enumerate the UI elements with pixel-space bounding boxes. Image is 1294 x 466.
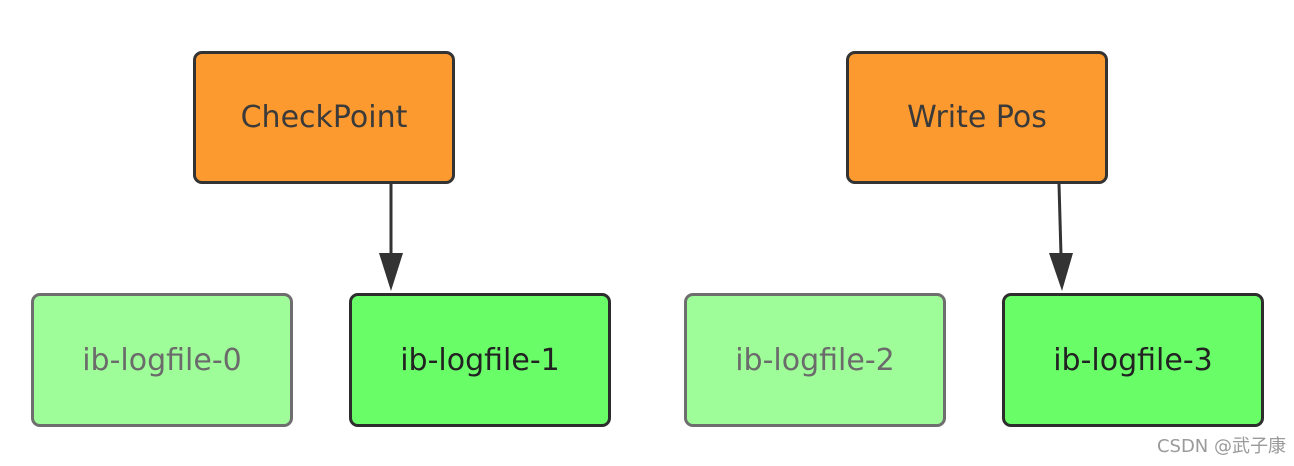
logfile-3-node: ib-logfile-3 [1002,293,1264,427]
logfile-0-node: ib-logfile-0 [31,293,293,427]
watermark: CSDN @武子康 [1156,436,1286,457]
logfile-3-label: ib-logfile-3 [1053,342,1213,378]
write-pos-node: Write Pos [846,51,1108,184]
arrow-writepos-to-logfile-3 [1049,183,1073,291]
logfile-2-label: ib-logfile-2 [735,342,895,378]
logfile-0-label: ib-logfile-0 [82,342,242,378]
logfile-1-node: ib-logfile-1 [349,293,611,427]
write-pos-label: Write Pos [907,100,1047,135]
checkpoint-node: CheckPoint [193,51,455,184]
arrow-checkpoint-to-logfile-1 [379,184,403,291]
logfile-1-label: ib-logfile-1 [400,342,560,378]
checkpoint-label: CheckPoint [240,100,408,135]
logfile-2-node: ib-logfile-2 [684,293,946,427]
